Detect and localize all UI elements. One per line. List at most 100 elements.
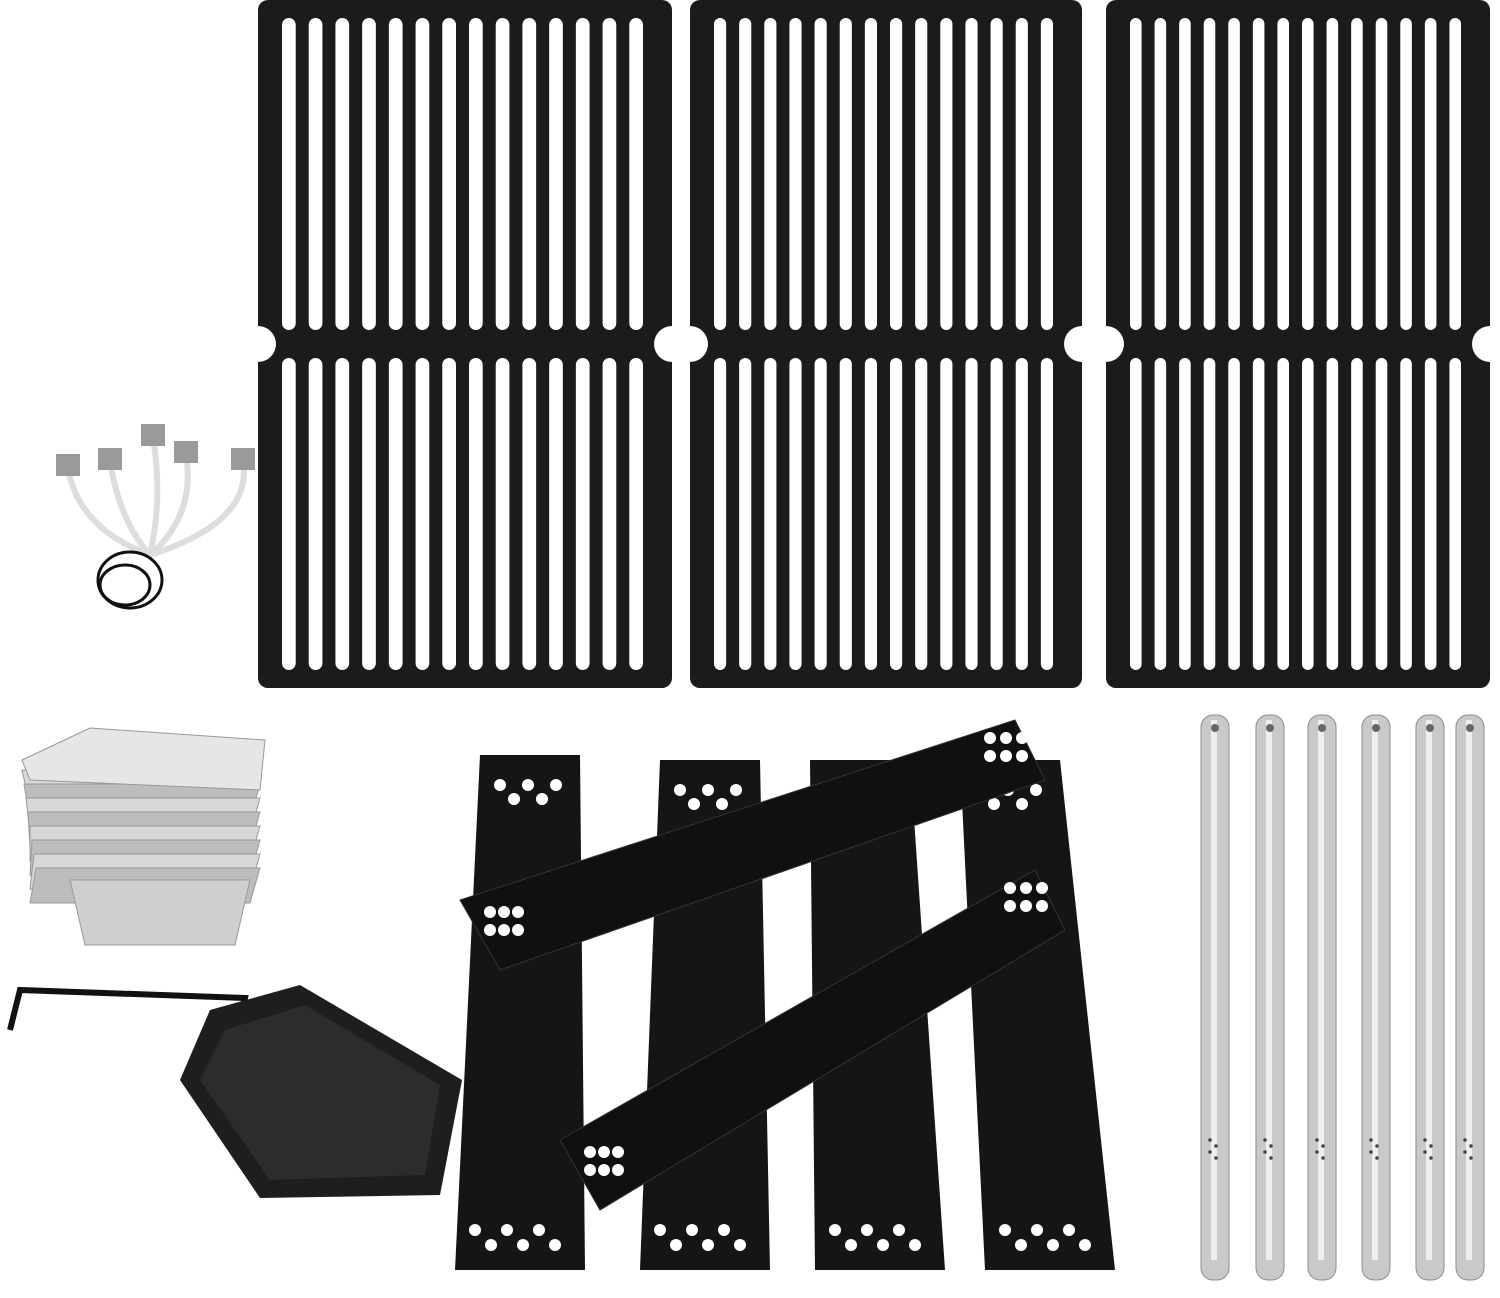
foil-pan-top bbox=[21, 727, 266, 791]
heat-plate-body bbox=[459, 719, 1046, 971]
burner-highlight bbox=[1466, 720, 1472, 1260]
grate-slot bbox=[1252, 18, 1265, 330]
heat-plate-hole bbox=[1016, 798, 1028, 810]
grate-slot bbox=[415, 18, 430, 330]
burner-port bbox=[1423, 1138, 1427, 1142]
heat-plate-hole bbox=[536, 793, 548, 805]
grate-slot bbox=[1326, 358, 1339, 670]
burner-tube bbox=[1455, 714, 1485, 1281]
burner-mount-hole bbox=[1211, 724, 1219, 732]
grease-cup-tray bbox=[7, 985, 462, 1198]
grate-slot bbox=[495, 18, 510, 330]
grate-slot bbox=[362, 358, 376, 670]
grate-slot bbox=[940, 18, 953, 330]
heat-plate-hole bbox=[1004, 882, 1016, 894]
grate-slot bbox=[469, 18, 483, 330]
burner-highlight bbox=[1372, 720, 1378, 1260]
heat-plate bbox=[455, 755, 585, 1270]
burner-port bbox=[1321, 1144, 1325, 1148]
grate-slot bbox=[814, 358, 827, 670]
igniter-wire bbox=[148, 454, 191, 558]
heat-plate-hole bbox=[1004, 900, 1016, 912]
grate-slot bbox=[388, 18, 403, 330]
grate-slot bbox=[864, 358, 877, 670]
heat-plate-hole bbox=[508, 793, 520, 805]
grate-slot bbox=[442, 358, 456, 670]
foil-drip-pans bbox=[21, 727, 266, 946]
grate-slot bbox=[915, 358, 928, 670]
burner-port bbox=[1375, 1144, 1379, 1148]
heat-plate-hole bbox=[686, 1224, 698, 1236]
heat-plate-hole bbox=[612, 1164, 624, 1176]
wire-coil bbox=[98, 563, 152, 607]
heat-plate-hole bbox=[512, 906, 524, 918]
heat-plate-hole bbox=[484, 924, 496, 936]
heat-plate-hole bbox=[512, 924, 524, 936]
heat-plate-hole bbox=[1063, 1224, 1075, 1236]
grate-slot bbox=[1449, 18, 1461, 330]
burner-port bbox=[1263, 1138, 1267, 1142]
grate-slot bbox=[1277, 18, 1289, 330]
grate-slot bbox=[890, 18, 903, 330]
heat-plate-hole bbox=[1030, 784, 1042, 796]
heat-plate-hole bbox=[549, 1239, 561, 1251]
heat-plate-hole bbox=[702, 1239, 714, 1251]
burner-port bbox=[1463, 1150, 1467, 1154]
heat-plate-hole bbox=[734, 1239, 746, 1251]
burner-port bbox=[1321, 1156, 1325, 1160]
grate-notch bbox=[240, 326, 276, 362]
grate-slot bbox=[495, 358, 510, 670]
wire-coil bbox=[96, 550, 164, 610]
grate-slot bbox=[990, 358, 1003, 670]
burner-highlight bbox=[1318, 720, 1324, 1260]
heat-plate bbox=[559, 869, 1066, 1211]
grate-slot bbox=[1203, 18, 1216, 330]
burner-tube bbox=[1255, 714, 1285, 1281]
grate-slot bbox=[629, 358, 643, 670]
grate-slot bbox=[1015, 18, 1028, 330]
burner-port bbox=[1429, 1156, 1433, 1160]
burner-tube bbox=[1307, 714, 1337, 1281]
heat-plate-hole bbox=[702, 784, 714, 796]
grate-slot bbox=[1228, 358, 1240, 670]
grate-slot bbox=[1302, 358, 1314, 670]
burner-port bbox=[1263, 1150, 1267, 1154]
grate-slot bbox=[415, 358, 430, 670]
grate-slot bbox=[308, 358, 323, 670]
grate-frame bbox=[1106, 0, 1490, 688]
grate-slot bbox=[1154, 18, 1167, 330]
heat-plate-hole bbox=[845, 1239, 857, 1251]
heat-plate-hole bbox=[1031, 1224, 1043, 1236]
burner-mount-hole bbox=[1266, 724, 1274, 732]
heat-plate-hole bbox=[484, 906, 496, 918]
grate-slot bbox=[335, 358, 350, 670]
grate-slot bbox=[1351, 18, 1363, 330]
grate-slot bbox=[549, 358, 563, 670]
heat-plate-hole bbox=[469, 1224, 481, 1236]
grate-slot bbox=[965, 18, 978, 330]
grate-slot bbox=[602, 18, 617, 330]
heat-plate-hole bbox=[999, 1224, 1011, 1236]
burner-port bbox=[1315, 1150, 1319, 1154]
heat-plate-hole bbox=[598, 1146, 610, 1158]
heat-plate-hole bbox=[1015, 1239, 1027, 1251]
grate-slot bbox=[388, 358, 403, 670]
burner-port bbox=[1214, 1156, 1218, 1160]
heat-plate-hole bbox=[485, 1239, 497, 1251]
heat-plate-hole bbox=[718, 1224, 730, 1236]
igniter-probe bbox=[231, 448, 255, 470]
heat-plate-hole bbox=[654, 1224, 666, 1236]
burner-port bbox=[1269, 1144, 1273, 1148]
igniter-probe bbox=[141, 424, 165, 446]
grate-slot bbox=[1277, 358, 1289, 670]
heat-plate-hole bbox=[861, 1224, 873, 1236]
heat-plate bbox=[960, 760, 1115, 1270]
grate-slot bbox=[915, 18, 928, 330]
heat-plate-hole bbox=[909, 1239, 921, 1251]
heat-plate-hole bbox=[598, 1164, 610, 1176]
grate-slot bbox=[1015, 358, 1028, 670]
grate-slot bbox=[890, 358, 903, 670]
burner-port bbox=[1423, 1150, 1427, 1154]
grate-slot bbox=[469, 358, 483, 670]
